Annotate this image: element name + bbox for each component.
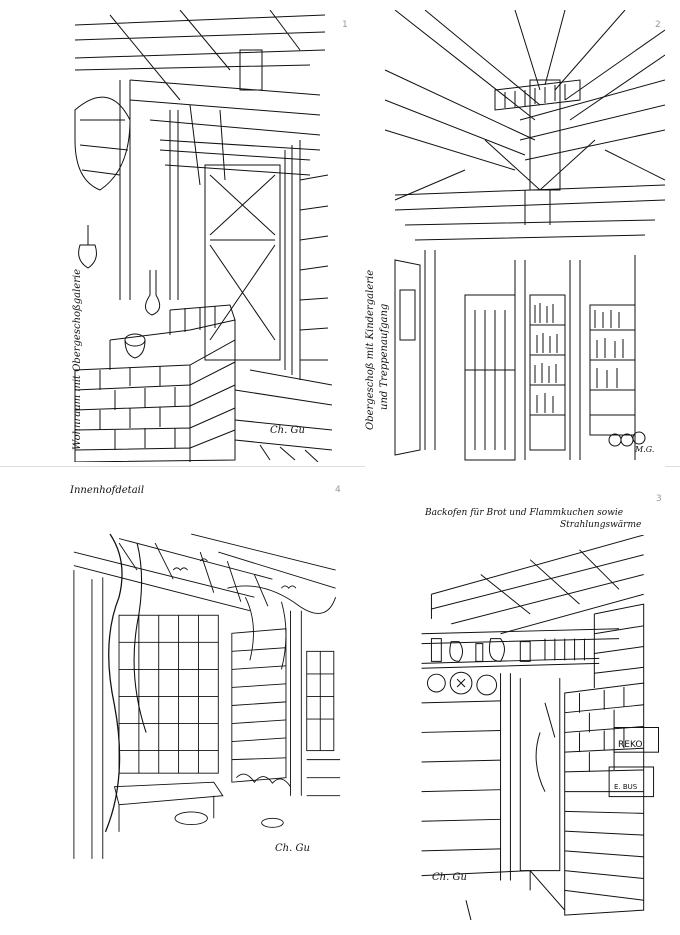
artist-signature: Ch. Gu (432, 872, 467, 883)
page-number: 3 (656, 494, 662, 504)
artist-signature: Ch. Gu (270, 425, 305, 436)
sketch-living-room (74, 10, 332, 462)
page-number: 2 (655, 20, 661, 30)
caption-bread-oven-line2: Strahlungswärme (560, 520, 642, 530)
sketch-upper-floor (384, 10, 665, 461)
sketch-bread-oven (421, 535, 659, 920)
caption-bread-oven-line1: Backofen für Brot und Flammkuchen sowie (425, 508, 624, 518)
sign-text-bus: E. BUS (614, 783, 638, 791)
page-divider (0, 466, 680, 467)
caption-upper-floor-line1: Obergeschoß mit Kindergalerie (365, 269, 376, 430)
sketch-courtyard (73, 533, 341, 859)
sketch-panel-courtyard: Innenhofdetail 4 Ch. Gu (50, 485, 355, 895)
sketch-panel-bread-oven: Backofen für Brot und Flammkuchen sowie … (420, 494, 665, 920)
page-number: 4 (335, 485, 341, 495)
artist-signature: M.G. (635, 445, 655, 454)
caption-courtyard: Innenhofdetail (70, 485, 145, 496)
page-number: 1 (342, 20, 348, 30)
caption-living-room: Wohnraum mit Obergeschoßgalerie (72, 268, 83, 450)
artist-signature: Ch. Gu (275, 843, 310, 854)
caption-upper-floor-line2: und Treppenaufgang (379, 303, 390, 410)
sketch-panel-living-room: Wohnraum mit Obergeschoßgalerie 1 Ch. Gu (70, 10, 348, 462)
sign-text-reko: REKO (618, 740, 643, 750)
sketch-panel-upper-floor: Obergeschoß mit Kindergalerie und Treppe… (365, 10, 665, 470)
